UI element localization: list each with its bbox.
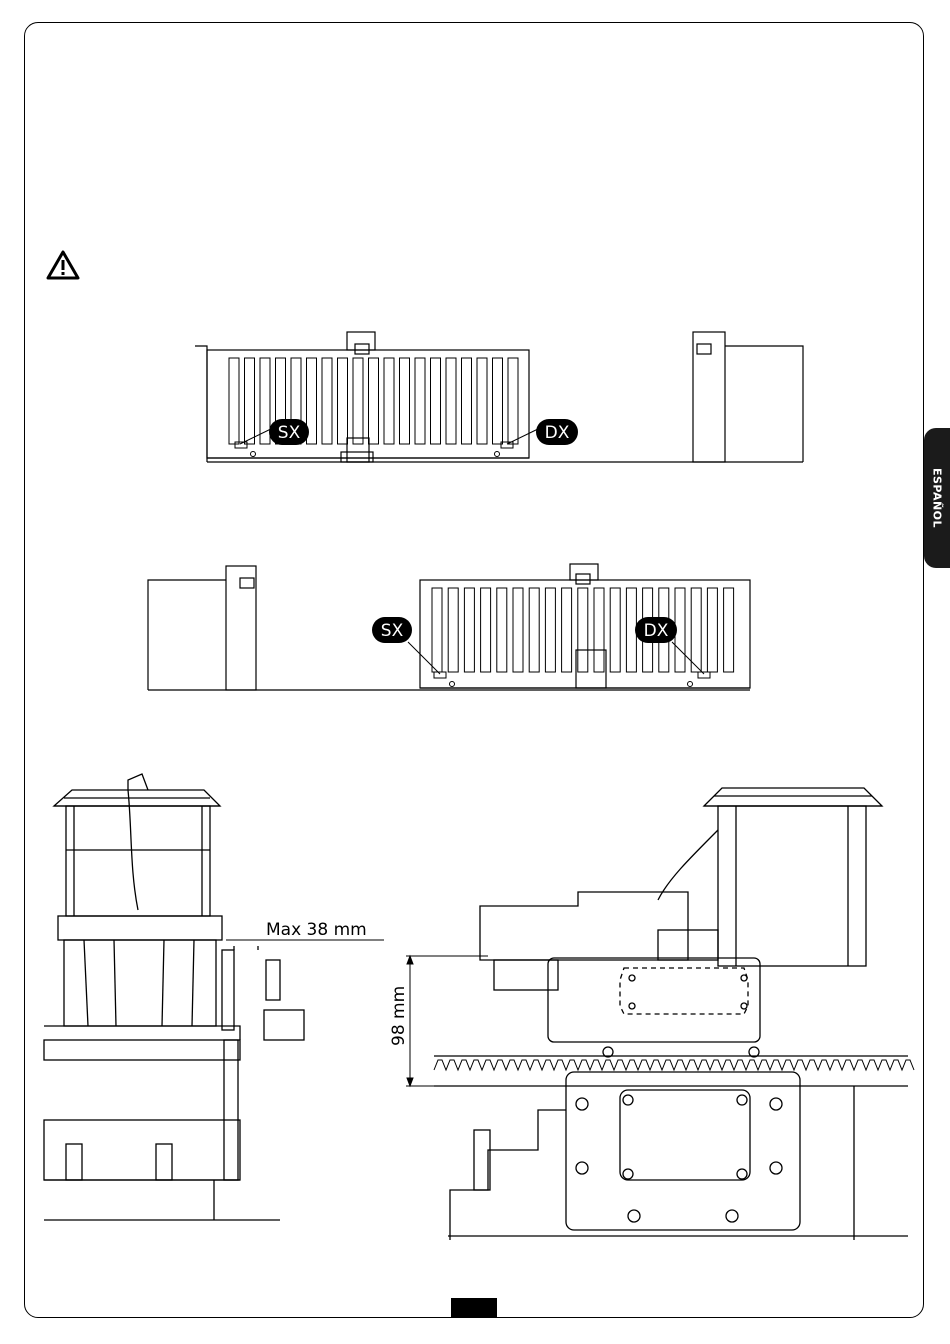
max-distance-label: Max 38 mm [266, 920, 367, 940]
language-tab: ESPAÑOL [924, 428, 950, 568]
gate-diagram-open: SX DX [146, 562, 758, 694]
warning-triangle-icon [46, 250, 80, 280]
motor-side-view-base [44, 1040, 280, 1240]
page-number-block [451, 1298, 497, 1318]
motor-front-view: 98 mm [388, 770, 908, 1240]
gate-diagram-closed: SX DX [195, 328, 807, 466]
limit-switch-label-dx-2: DX [644, 621, 669, 641]
language-tab-label: ESPAÑOL [931, 468, 944, 528]
limit-switch-label-sx-2: SX [381, 621, 404, 641]
limit-switch-label-sx: SX [278, 423, 301, 443]
motor-side-view: Max 38 mm [44, 770, 389, 1040]
height-dimension-label: 98 mm [389, 986, 409, 1046]
limit-switch-label-dx: DX [545, 423, 570, 443]
